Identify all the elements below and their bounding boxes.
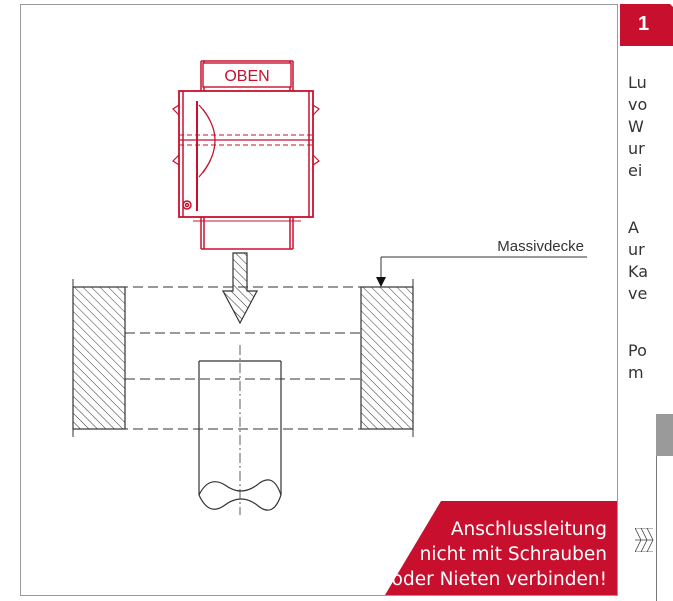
text-fragment: ve [628, 284, 648, 303]
warning-banner: Anschlussleitung nicht mit Schrauben ode… [385, 501, 617, 595]
warning-line-1: Anschlussleitung [450, 519, 607, 540]
text-fragment: W [628, 117, 644, 136]
ceiling-label: Massivdecke [497, 238, 584, 255]
step-badge-shape [620, 4, 673, 46]
insertion-arrow [222, 252, 258, 325]
oben-label: OBEN [224, 68, 269, 85]
text-fragment: Lu [628, 73, 647, 92]
table-divider [656, 456, 657, 601]
warning-line-3: oder Nieten verbinden! [391, 569, 607, 590]
text-fragment: Ka [628, 262, 649, 281]
illustration-panel: OBEN Massivdeck [20, 4, 618, 596]
text-fragment: Po [628, 341, 647, 360]
step-badge: 1 [620, 4, 673, 46]
instruction-column: 1 Lu vo W ur ei A ur Ka ve Po m [620, 0, 673, 601]
warning-line-2: nicht mit Schrauben [419, 544, 607, 565]
hatch-symbol-icon [635, 528, 654, 552]
oben-label-box [202, 62, 292, 88]
text-fragment: ur [628, 139, 645, 158]
ceiling-slab [72, 279, 414, 437]
installation-drawing: OBEN Massivdeck [72, 60, 587, 515]
ceiling-leader [376, 256, 587, 287]
text-fragment: ei [628, 161, 643, 180]
text-fragment: vo [628, 95, 648, 114]
text-fragment: ur [628, 240, 645, 259]
fire-damper [172, 60, 320, 250]
warning-banner-shape [385, 501, 617, 595]
text-fragment: A [628, 218, 639, 237]
connection-duct [198, 345, 282, 515]
step-number: 1 [638, 13, 650, 35]
table-header-cell [656, 414, 673, 456]
warning-text: Anschlussleitung nicht mit Schrauben ode… [392, 517, 607, 592]
text-fragment: m [628, 363, 644, 382]
